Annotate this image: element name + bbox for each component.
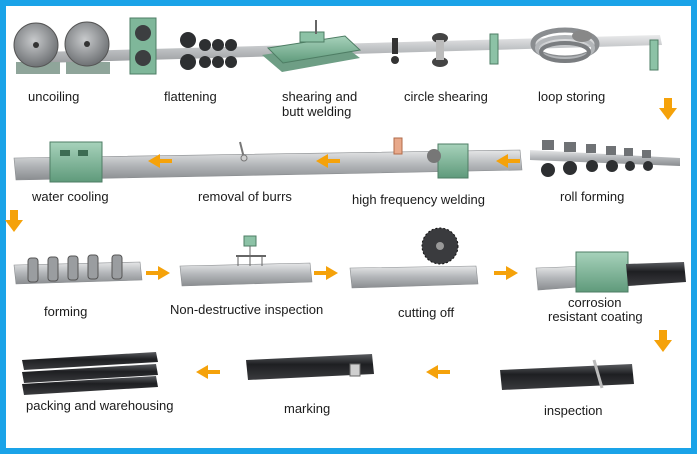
orange-flow-arrow — [494, 266, 518, 280]
steel-coil-icon — [13, 22, 60, 74]
label-flattening: flattening — [164, 89, 217, 104]
orange-flow-arrow — [146, 266, 170, 280]
square-pipe-forming — [13, 254, 143, 285]
orange-flow-arrow — [496, 154, 520, 168]
label-marking: marking — [284, 401, 331, 416]
label-shearing-line1: shearing and — [282, 89, 358, 104]
label-uncoiling: uncoiling — [28, 89, 80, 104]
label-shearing-line2: butt welding — [282, 104, 352, 119]
label-corrosion-line2: resistant coating — [548, 309, 643, 324]
label-inspection: inspection — [544, 403, 603, 418]
orange-flow-arrow — [5, 210, 23, 232]
orange-flow-arrow — [659, 98, 677, 120]
guide-post-icon — [489, 33, 499, 65]
loop-storage-coil-icon — [530, 27, 600, 63]
finished-pipes-bundle-icon — [22, 352, 158, 395]
orange-flow-arrow — [654, 330, 672, 352]
square-pipe-ndt — [179, 235, 313, 287]
orange-flow-arrow — [314, 266, 338, 280]
orange-flow-arrow — [426, 365, 450, 379]
guide-post-icon — [649, 39, 659, 71]
label-corrosion-line1: corrosion — [568, 295, 622, 310]
label-packing: packing and warehousing — [26, 398, 174, 413]
deburring-tool-icon — [239, 141, 248, 162]
roll-forming-rollers-icon — [530, 140, 680, 177]
saw-blade-icon — [349, 227, 479, 289]
label-roll-forming: roll forming — [560, 189, 625, 204]
coated-pipe-icon — [535, 251, 686, 293]
square-pipe-row2 — [13, 149, 523, 181]
inspected-pipe-icon — [500, 359, 634, 390]
water-cooling-machine-icon — [49, 141, 103, 183]
label-cutting-off: cutting off — [398, 305, 455, 320]
shearing-welding-machine-icon — [262, 20, 362, 72]
hf-welding-machine-icon — [393, 137, 469, 179]
orange-flow-arrow — [148, 154, 172, 168]
orange-flow-arrow — [196, 365, 220, 379]
label-water-cooling: water cooling — [32, 189, 109, 204]
label-hf-welding: high frequency welding — [352, 192, 485, 207]
marked-pipe-icon — [246, 354, 374, 380]
roller-set-icon — [129, 17, 237, 75]
orange-flow-arrow — [316, 154, 340, 168]
label-removal-of-burrs: removal of burrs — [198, 189, 292, 204]
steel-coil-icon — [64, 21, 110, 74]
label-ndt: Non-destructive inspection — [170, 302, 324, 317]
label-forming: forming — [44, 304, 88, 319]
label-circle-shearing: circle shearing — [404, 89, 488, 104]
circle-shear-icon — [391, 33, 448, 67]
label-loop-storing: loop storing — [538, 89, 606, 104]
